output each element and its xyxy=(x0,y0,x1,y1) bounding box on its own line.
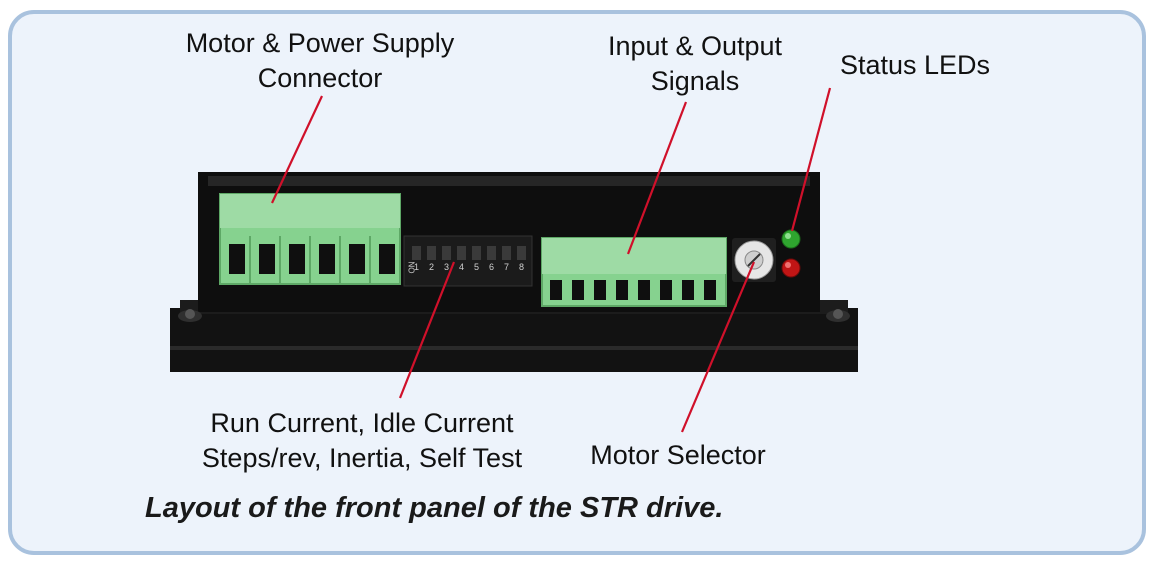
label-motor-power: Motor & Power Supply Connector xyxy=(160,26,480,96)
dip-number-2: 2 xyxy=(429,262,435,272)
dip-number-3: 3 xyxy=(444,262,450,272)
callout-line-dip xyxy=(398,261,456,399)
label-dip-line2: Steps/rev, Inertia, Self Test xyxy=(201,443,523,473)
label-dip-settings: Run Current, Idle Current Steps/rev, Ine… xyxy=(176,406,548,476)
callout-lines xyxy=(271,87,832,433)
label-io-line1: Input & Output xyxy=(607,31,783,61)
motor-power-connector xyxy=(219,193,401,285)
callout-line-status-leds xyxy=(790,87,832,232)
dip-number-4: 4 xyxy=(459,262,465,272)
red-led-icon xyxy=(781,258,801,278)
callout-line-io xyxy=(626,101,688,255)
motor-selector-switch xyxy=(732,238,776,282)
dip-number-6: 6 xyxy=(489,262,495,272)
label-motor-power-line1: Motor & Power Supply xyxy=(185,28,455,58)
label-status-leds: Status LEDs xyxy=(839,50,991,80)
callout-line-motor-selector xyxy=(680,261,756,433)
label-motor-power-line2: Connector xyxy=(257,63,383,93)
label-io-signals: Input & Output Signals xyxy=(580,29,810,99)
status-leds xyxy=(781,229,801,278)
dip-number-5: 5 xyxy=(474,262,480,272)
label-motor-selector: Motor Selector xyxy=(590,440,766,470)
label-io-line2: Signals xyxy=(650,66,740,96)
green-led-icon xyxy=(781,229,801,249)
figure-caption: Layout of the front panel of the STR dri… xyxy=(145,492,724,524)
dip-switch-bank xyxy=(403,235,533,287)
callout-line-motor-power xyxy=(271,95,323,204)
io-signal-connector xyxy=(541,237,727,307)
label-dip-line1: Run Current, Idle Current xyxy=(210,408,514,438)
dip-number-1: 1 xyxy=(414,262,420,272)
dip-number-8: 8 xyxy=(519,262,525,272)
dip-number-7: 7 xyxy=(504,262,510,272)
